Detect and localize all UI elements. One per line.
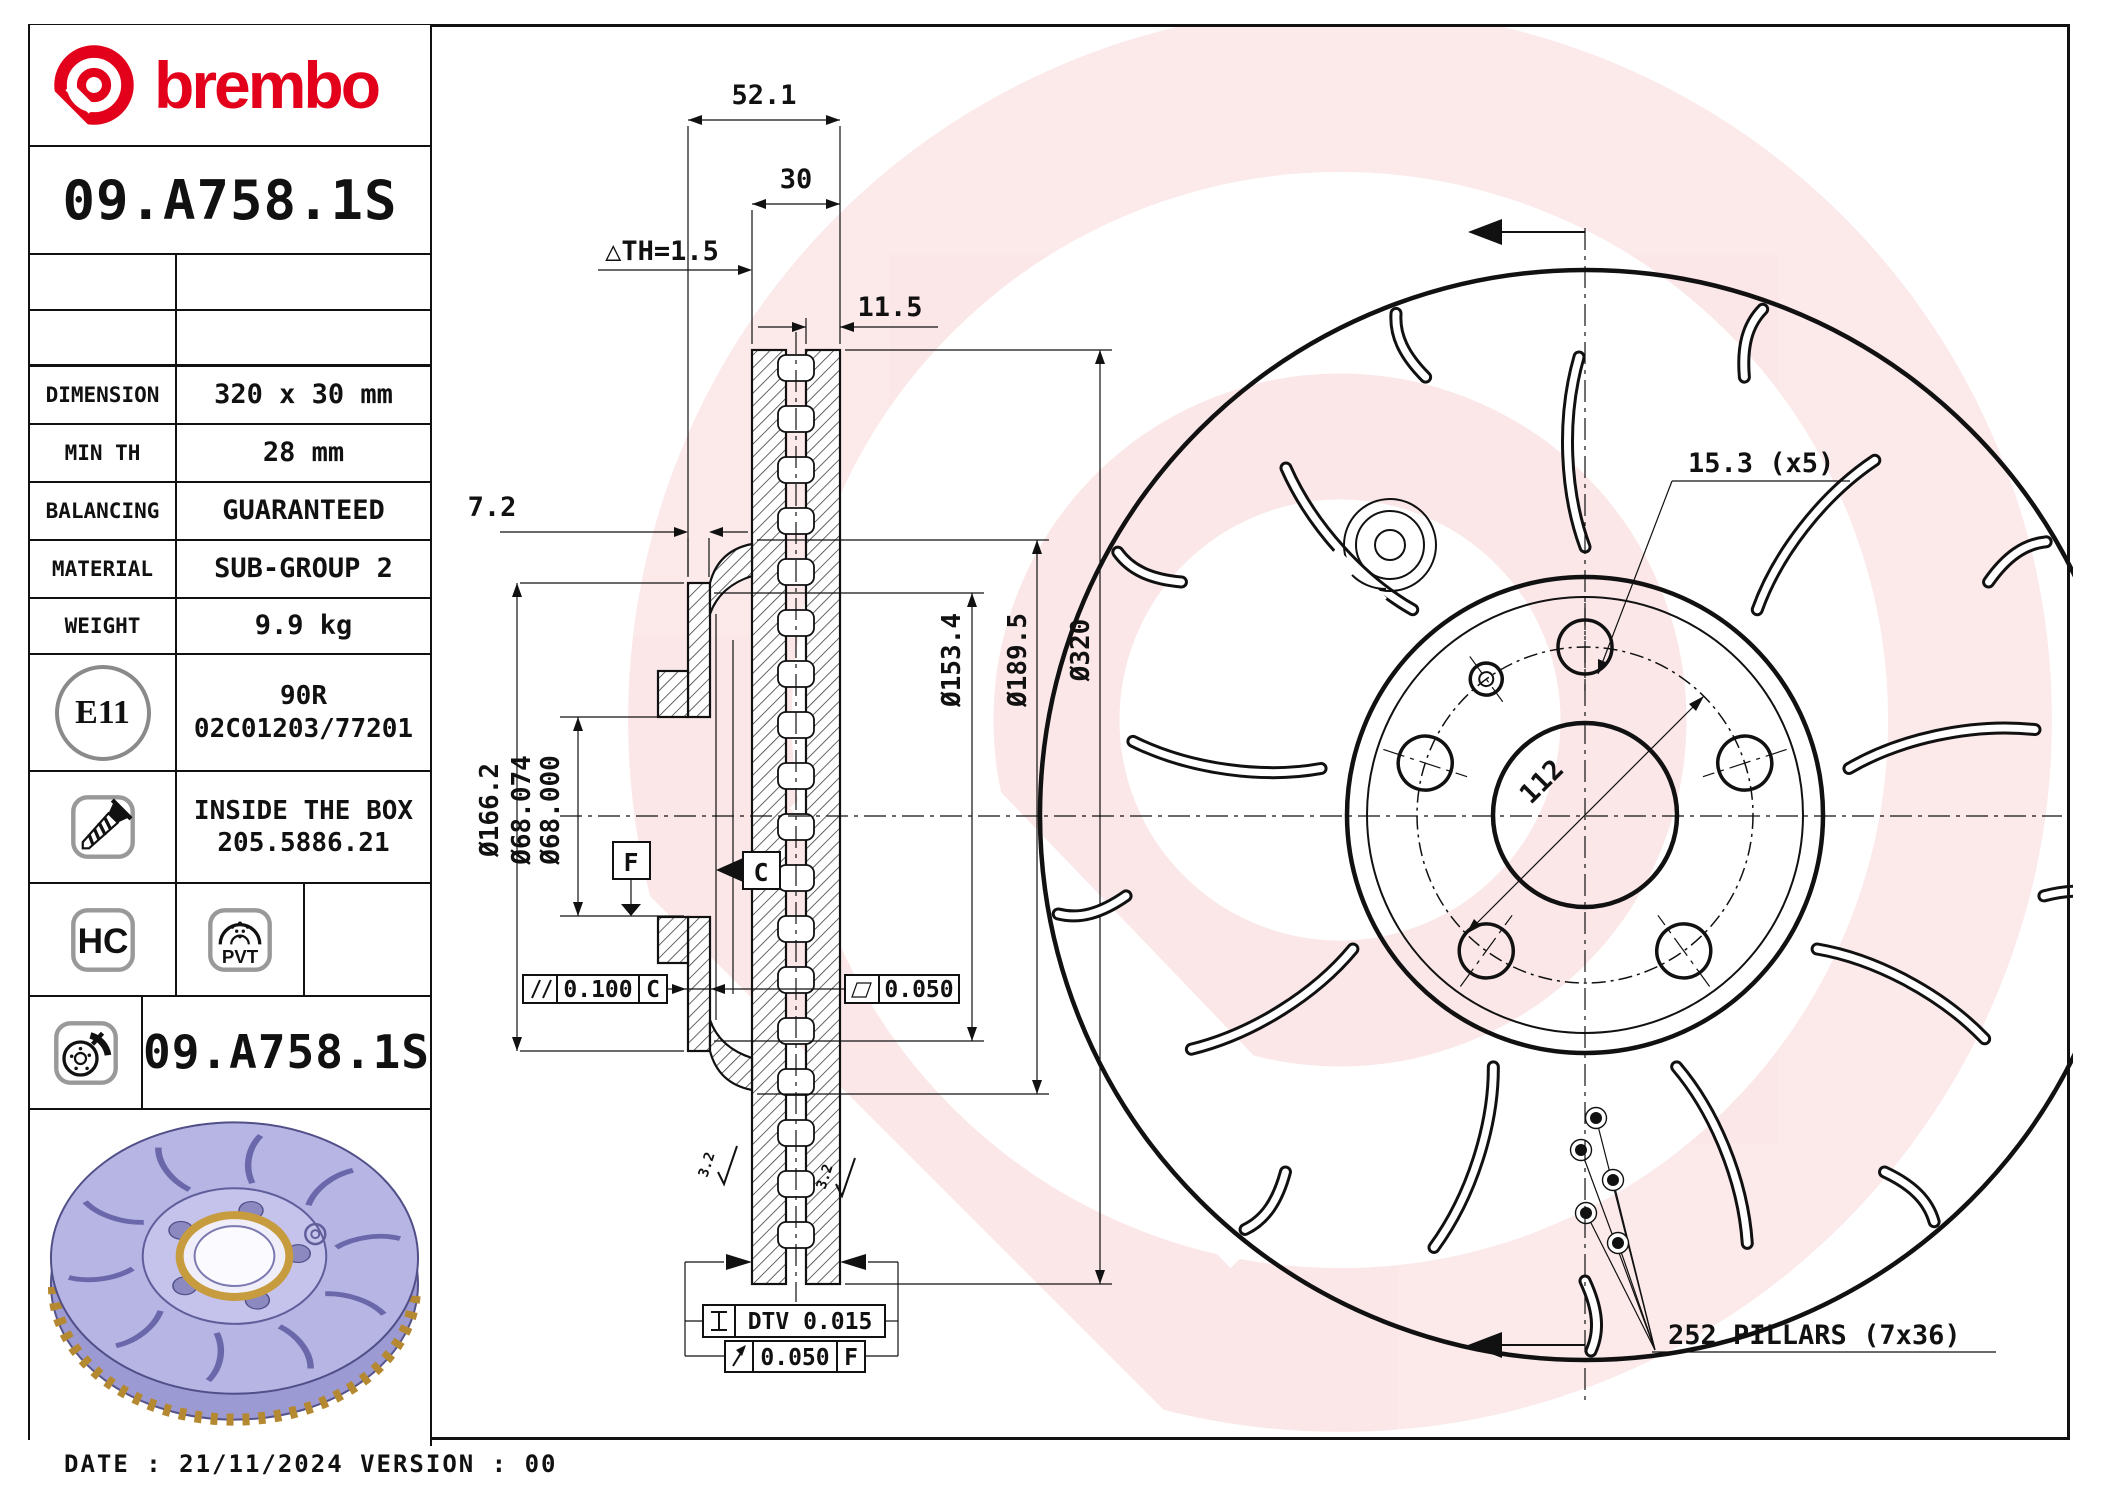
- locating-hole: [1468, 656, 1505, 703]
- hat-pilot-lower: [656, 915, 690, 965]
- photo-slots: [67, 1134, 402, 1382]
- row-label: MATERIAL: [30, 541, 177, 597]
- row-part-number-bottom: 09.A758.1S: [30, 997, 430, 1110]
- brand-header: brembo: [30, 25, 430, 147]
- tol-dtv: DTV 0.015: [748, 1309, 873, 1335]
- row-homologation: E11 90R 02C01203/77201: [30, 655, 430, 772]
- inside-box-line2: 205.5886.21: [217, 828, 390, 858]
- homologation-line2: 02C01203/77201: [193, 713, 414, 744]
- homologation-line1: 90R: [280, 681, 327, 711]
- hat-neck-upper: [708, 542, 754, 615]
- product-photo-cell: [30, 1110, 430, 1446]
- empty-row: [30, 255, 430, 311]
- hat-neck-lower: [708, 1019, 754, 1092]
- tol-flat-value: 0.050: [884, 977, 953, 1003]
- dim-thickness: 30: [780, 164, 813, 195]
- label-pillars: 252 PILLARS (7x36): [1668, 1320, 1961, 1351]
- footer-date-version: DATE : 21/11/2024 VERSION : 00: [64, 1450, 558, 1478]
- inside-box-line1: INSIDE THE BOX: [193, 795, 414, 826]
- dim-bolt-holes: 15.3 (x5): [1688, 448, 1834, 479]
- row-label: WEIGHT: [30, 599, 177, 653]
- hat-wall-lower: [686, 915, 712, 1053]
- pillar-dots: [1569, 1106, 1630, 1255]
- brand-wordmark: brembo: [154, 48, 381, 122]
- row-balancing: BALANCING GUARANTEED: [30, 483, 430, 541]
- tol-runout-datum: F: [844, 1345, 858, 1371]
- finish-right: 3.2: [814, 1162, 837, 1191]
- row-inside-box: INSIDE THE BOX 205.5886.21: [30, 772, 430, 884]
- row-min-th: MIN TH 28 mm: [30, 425, 430, 483]
- dim-hat-od: Ø166.2: [475, 763, 505, 858]
- tol-parallel-value: 0.100: [563, 977, 632, 1003]
- tol-parallel-datum: C: [646, 977, 660, 1003]
- part-number: 09.A758.1S: [30, 147, 430, 255]
- screw-icon: [70, 795, 135, 859]
- row-label: MIN TH: [30, 425, 177, 481]
- row-value: 320 x 30 mm: [214, 379, 393, 411]
- dim-plate-thickness: 11.5: [857, 292, 922, 323]
- empty-row: [30, 311, 430, 367]
- dim-hat-thickness: 7.2: [468, 492, 517, 523]
- dim-inner2: Ø189.5: [1003, 613, 1033, 708]
- dim-wear-limit: △TH=1.5: [605, 236, 719, 267]
- row-dimension: DIMENSION 320 x 30 mm: [30, 367, 430, 425]
- row-weight: WEIGHT 9.9 kg: [30, 599, 430, 655]
- svg-text:HC: HC: [77, 922, 128, 961]
- part-number-bottom: 09.A758.1S: [143, 1024, 430, 1079]
- row-value: GUARANTEED: [222, 495, 385, 527]
- pvt-icon: PVT: [207, 907, 272, 972]
- tol-runout-value: 0.050: [760, 1345, 829, 1371]
- row-value: SUB-GROUP 2: [214, 553, 393, 585]
- brembo-logo-icon: [48, 45, 134, 131]
- row-label: BALANCING: [30, 483, 177, 539]
- dim-bore-min: Ø68.000: [536, 755, 566, 866]
- dim-width: 52.1: [731, 80, 796, 111]
- datum-f-label: F: [623, 848, 638, 877]
- hc-icon: HC: [70, 907, 135, 972]
- hat-wall-upper: [686, 581, 712, 719]
- row-value: 28 mm: [262, 437, 345, 469]
- section-view: 52.1 30 △TH=1.5 11.5 7.2: [468, 80, 1112, 1373]
- e11-badge: E11: [54, 664, 151, 761]
- datum-c-label: C: [753, 858, 768, 887]
- finish-left: 3.2: [696, 1150, 719, 1179]
- dim-bore-max: Ø68.074: [507, 755, 537, 866]
- row-badges: HC PVT: [30, 884, 430, 997]
- disc-engraved-logo: [1327, 498, 1437, 608]
- product-photo: [47, 1121, 422, 1426]
- dim-inner1: Ø153.4: [937, 613, 967, 708]
- sheet-border: [28, 24, 2070, 1440]
- spec-panel: brembo 09.A758.1S DIMENSION 320 x 30 mm …: [30, 25, 432, 1446]
- row-label: DIMENSION: [30, 367, 177, 423]
- disc-caliper-icon: [53, 1020, 118, 1085]
- row-material: MATERIAL SUB-GROUP 2: [30, 541, 430, 599]
- svg-text:PVT: PVT: [222, 946, 259, 967]
- row-value: 9.9 kg: [254, 610, 353, 642]
